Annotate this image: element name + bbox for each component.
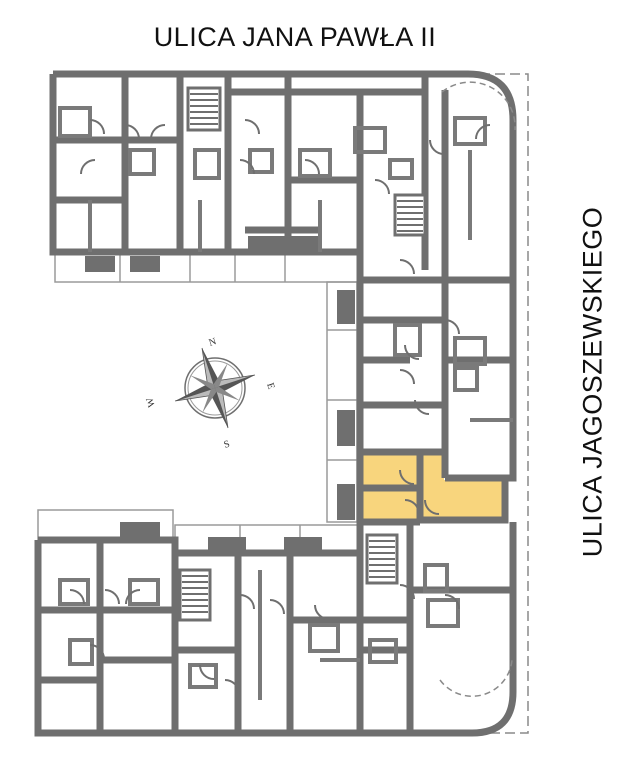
compass-west-label: W	[144, 396, 158, 409]
compass-north-label: N	[208, 336, 218, 349]
door-swings	[69, 119, 491, 695]
street-label-jana-pawla: ULICA JANA PAWŁA II	[153, 22, 437, 52]
balconies	[37, 251, 361, 554]
wall-blocks	[85, 236, 355, 553]
walls	[34, 70, 517, 737]
compass-south-label: S	[223, 439, 232, 451]
partition-walls	[58, 106, 513, 700]
turning-circles	[439, 81, 516, 697]
compass-rose: N E S W	[144, 336, 276, 451]
staircases	[178, 86, 427, 622]
compass-east-label: E	[264, 382, 276, 391]
